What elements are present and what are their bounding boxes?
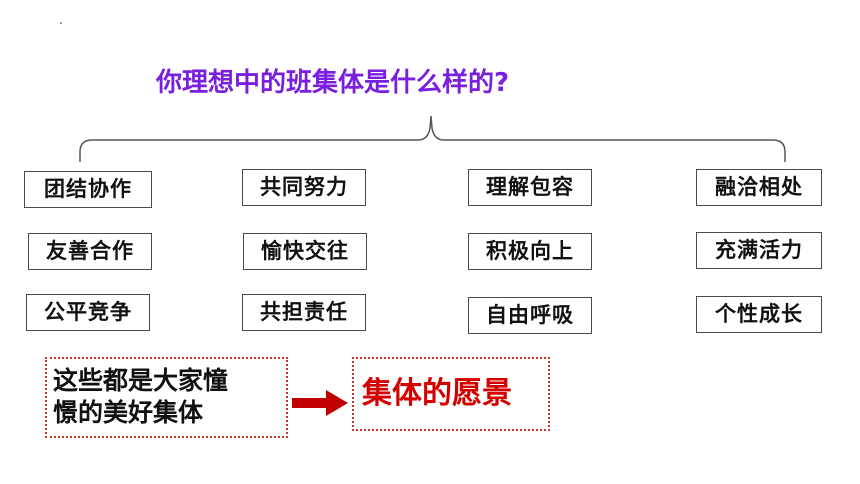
question-title: 你理想中的班集体是什么样的?	[156, 68, 510, 98]
item-box: 自由呼吸	[468, 297, 592, 334]
item-box: 团结协作	[24, 171, 152, 208]
summary-note: 这些都是大家憧 憬的美好集体	[45, 357, 288, 438]
right-arrow-icon	[292, 390, 348, 416]
summary-line-2: 憬的美好集体	[53, 398, 204, 427]
item-box: 愉快交往	[243, 233, 367, 270]
item-box: 共同努力	[242, 169, 366, 206]
item-box: 友善合作	[28, 233, 152, 270]
summary-line-1: 这些都是大家憧	[53, 366, 229, 395]
item-box: 理解包容	[468, 169, 592, 206]
item-box: 积极向上	[468, 233, 592, 270]
conclusion-note: 集体的愿景	[352, 357, 550, 431]
item-box: 个性成长	[696, 296, 822, 333]
item-box: 公平竞争	[26, 294, 150, 331]
brace-connector	[79, 115, 786, 162]
item-box: 充满活力	[696, 232, 822, 269]
item-box: 融洽相处	[696, 169, 822, 206]
item-box: 共担责任	[242, 294, 366, 331]
dot-mark	[60, 22, 62, 24]
